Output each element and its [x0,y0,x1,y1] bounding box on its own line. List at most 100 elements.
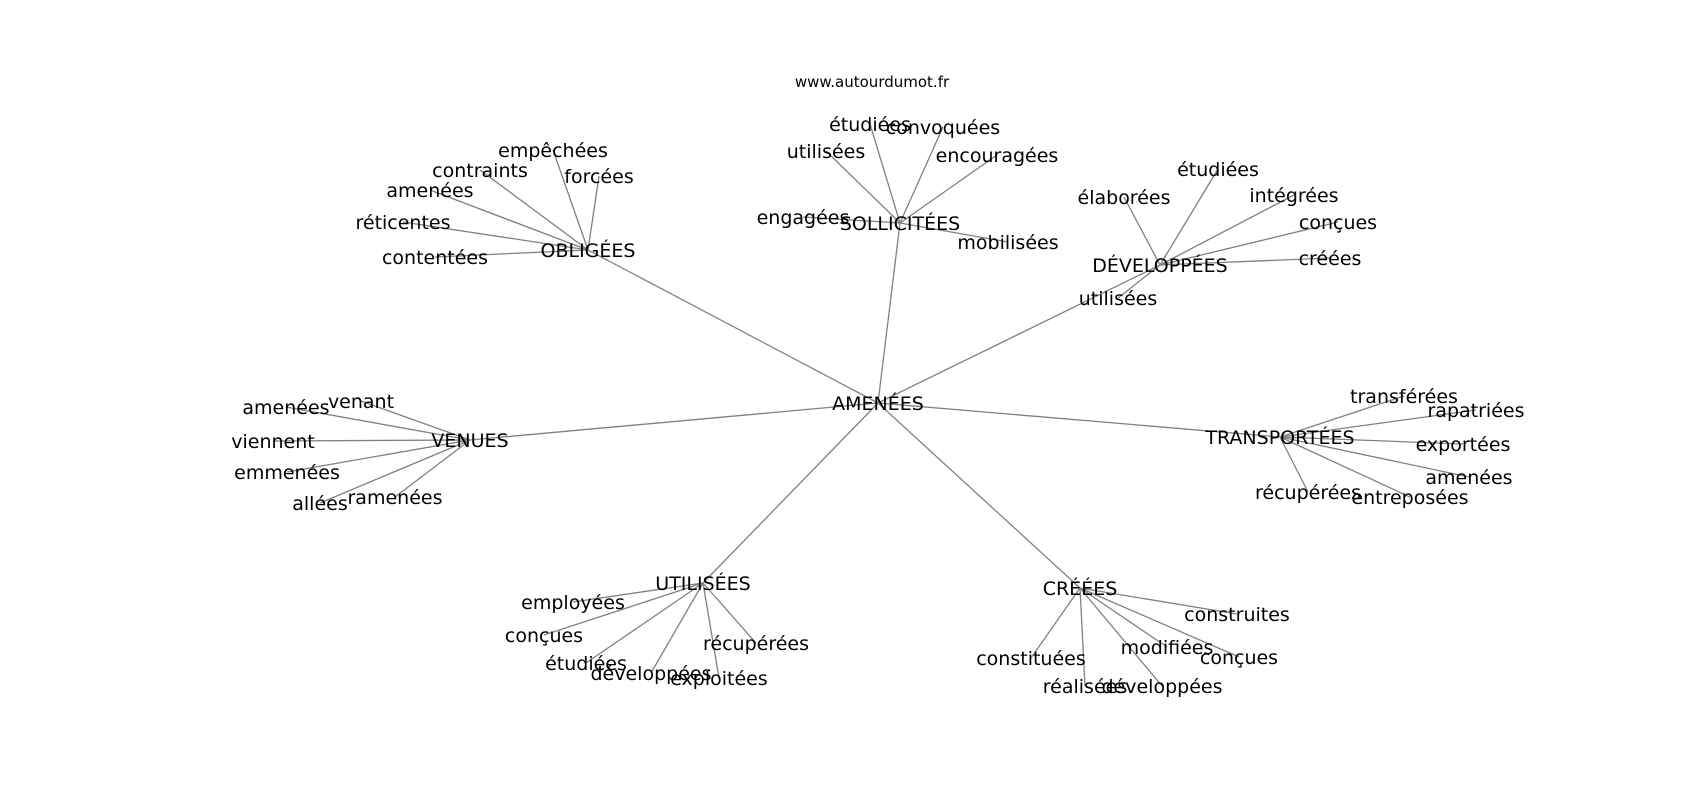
edge-6-1 [1030,587,1081,659]
edge-2-4 [1159,257,1331,266]
edge-3-1 [285,406,471,441]
root-node: AMENÉES [832,392,924,415]
leaf-node: construites [1184,604,1290,626]
leaf-node: forcées [564,166,633,188]
edge-2-0 [1159,168,1219,266]
edge-4-4 [1279,436,1309,493]
leaf-node: réalisées [1043,676,1127,698]
leaf-node: emmenées [234,462,340,484]
edge-4-3 [1279,436,1470,478]
group-node: VENUES [431,430,508,452]
edge-3-5 [319,439,471,504]
edge-5-3 [650,582,704,674]
leaf-node: venant [328,391,394,413]
leaf-node: allées [292,493,347,515]
leaf-node: convoquées [886,117,1000,139]
edge-0-1 [479,169,589,251]
leaf-node: engagées [757,207,850,229]
edge-4-0 [1279,395,1405,438]
edge-2-1 [1123,196,1161,266]
edge-root-2 [877,264,1161,404]
leaf-node: constituées [976,648,1086,670]
leaf-node: ramenées [348,487,443,509]
group-node: DÉVELOPPÉES [1092,254,1228,277]
edge-1-1 [899,126,944,224]
leaf-node: employées [521,592,625,614]
leaf-node: exportées [1416,434,1511,456]
edge-5-5 [702,582,757,644]
edge-3-2 [272,439,471,442]
edge-2-3 [1159,221,1339,266]
leaf-node: amenées [386,180,473,202]
edge-2-5 [1117,264,1161,299]
edge-1-0 [869,123,901,224]
leaf-node: conçues [505,625,583,647]
edge-root-4 [877,402,1281,438]
edge-0-2 [587,175,600,251]
edge-1-2 [825,150,901,224]
edge-0-4 [402,221,589,251]
edge-6-5 [1079,587,1163,687]
edges-layer [272,123,1477,687]
leaf-node: viennent [231,431,314,453]
leaf-node: mobilisées [957,232,1058,254]
leaf-node: utilisées [787,141,866,163]
leaf-node: transférées [1350,386,1458,408]
leaf-node: empêchées [498,140,608,162]
group-node: CRÉÉES [1043,577,1118,600]
edge-3-4 [394,439,471,498]
leaf-node: étudiées [1177,159,1259,181]
group-node: OBLIGÉES [541,239,636,262]
edge-1-3 [899,154,998,224]
edge-4-5 [1279,436,1411,498]
leaf-node: conçues [1299,212,1377,234]
edge-5-1 [543,582,704,636]
group-node: SOLLICITÉES [840,212,960,235]
leaf-node: réticentes [355,212,450,234]
leaf-node: récupérées [1255,482,1361,504]
edge-4-2 [1279,436,1464,445]
edge-2-2 [1159,194,1295,266]
leaf-node: rapatriées [1428,400,1525,422]
edge-0-5 [434,249,589,258]
leaf-node: récupérées [703,633,809,655]
edge-6-4 [1079,587,1086,687]
edge-6-2 [1079,587,1168,648]
leaf-node: encouragées [936,145,1059,167]
leaf-node: contraints [432,160,528,182]
edge-root-6 [877,402,1081,589]
edge-root-3 [469,402,879,441]
edge-1-4 [802,216,901,224]
leaf-node: amenées [1425,467,1512,489]
edge-root-0 [587,249,879,404]
edge-0-3 [429,189,589,251]
edge-5-4 [702,582,720,679]
leaf-node: développées [591,663,712,685]
leaf-node: contentées [382,247,488,269]
group-node: UTILISÉES [655,572,750,595]
leaf-node: intégrées [1249,185,1338,207]
leaf-node: exploitées [670,668,768,690]
edge-1-5 [899,222,1009,243]
edge-6-0 [1079,587,1238,615]
leaf-node: développées [1102,676,1223,698]
leaf-node: créées [1299,248,1362,270]
edge-4-1 [1279,409,1477,438]
leaf-node: conçues [1200,647,1278,669]
group-node: TRANSPORTÉES [1204,426,1354,449]
edge-6-3 [1079,587,1240,658]
leaf-node: amenées [242,397,329,419]
edge-5-0 [572,582,704,603]
edge-0-0 [552,149,589,251]
edge-root-1 [877,222,901,404]
edge-root-5 [702,402,879,584]
edge-5-2 [585,582,704,664]
leaf-node: étudiées [829,114,911,136]
leaf-node: utilisées [1079,288,1158,310]
edge-3-0 [360,400,471,441]
leaf-node: entreposées [1351,487,1468,509]
site-url: www.autourdumot.fr [795,73,950,91]
leaf-node: élaborées [1078,187,1171,209]
